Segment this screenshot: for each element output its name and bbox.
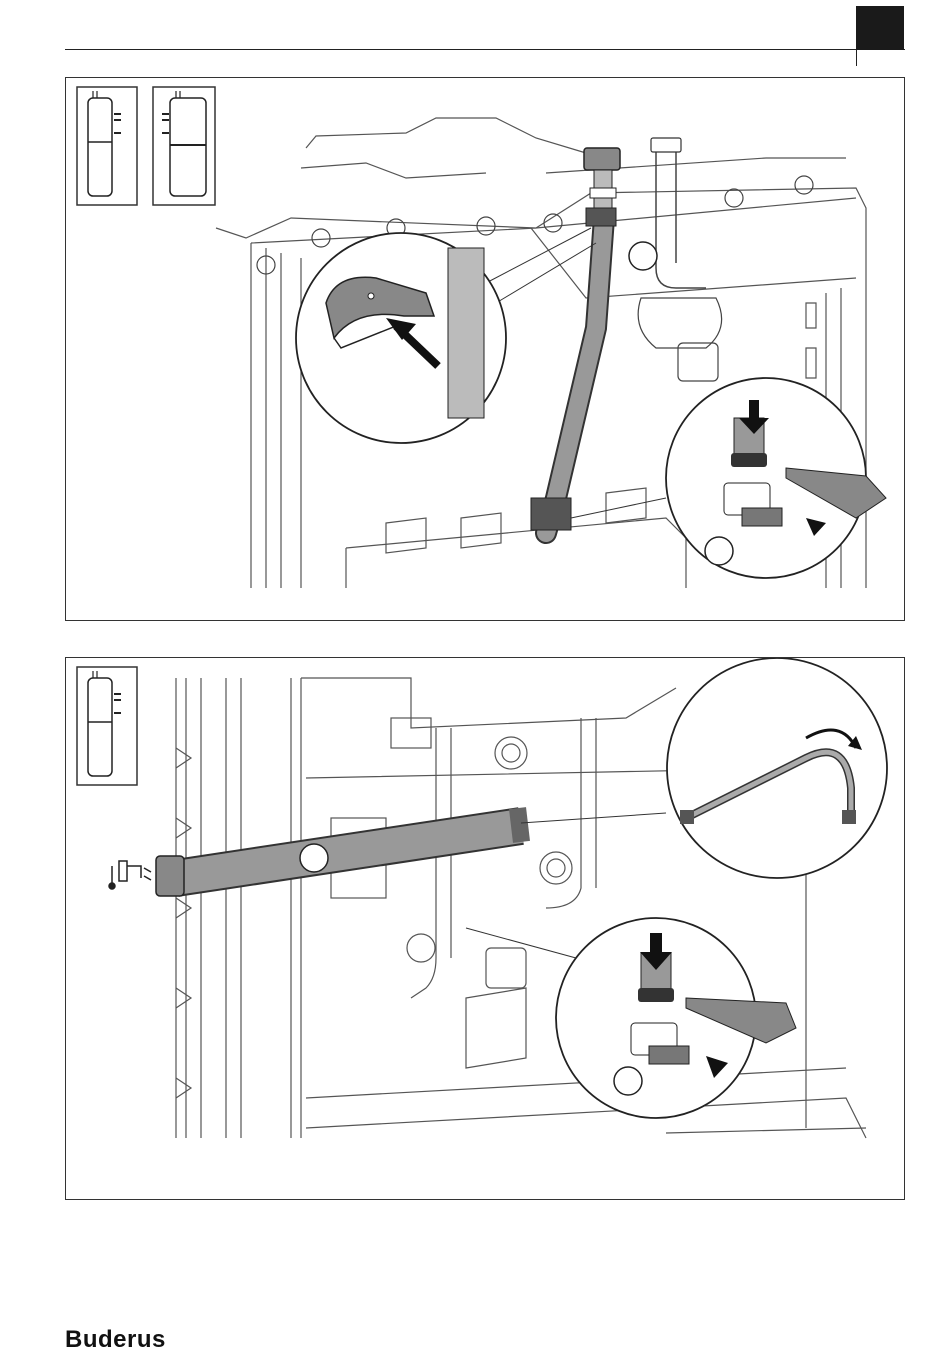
chapter-tab-tick <box>856 50 857 66</box>
chapter-tab <box>856 6 904 50</box>
installation-figure-2 <box>65 657 905 1200</box>
hot-water-tap-icon <box>109 861 151 889</box>
retaining-clip-detail <box>296 233 506 443</box>
installation-figure-1 <box>65 77 905 621</box>
brand-logo: Buderus <box>65 1326 166 1354</box>
figure-2-drawing <box>66 658 904 1199</box>
flexible-hose-detail <box>667 658 887 878</box>
sealing-lubricant-detail <box>666 378 886 578</box>
appliance-variant-icon <box>77 667 137 785</box>
grey-hose <box>531 148 620 533</box>
callout-marker <box>629 242 657 270</box>
sealing-lubricant-detail <box>556 918 796 1118</box>
grey-pipe <box>156 824 528 896</box>
header-rule <box>65 49 905 50</box>
callout-marker <box>300 844 328 872</box>
appliance-variant-icon <box>153 87 215 205</box>
appliance-variant-icon <box>77 87 137 205</box>
figure-1-drawing <box>66 78 904 620</box>
